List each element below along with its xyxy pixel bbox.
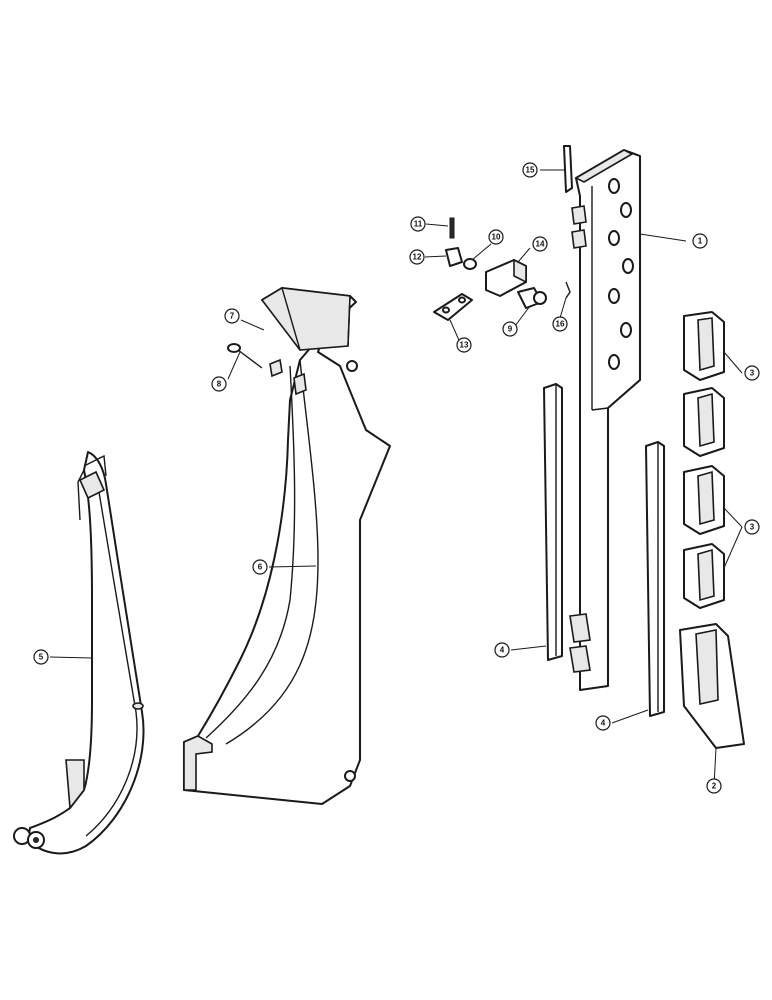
callout-7-label: 7 (230, 312, 235, 321)
callout-8: 8 (211, 376, 227, 392)
part-10-washer (463, 258, 477, 270)
callout-4-right-label: 4 (601, 719, 606, 728)
part-6-shield (183, 287, 391, 805)
callout-5: 5 (33, 649, 49, 665)
callout-3-upper: 3 (744, 365, 760, 381)
callout-12: 12 (409, 249, 425, 265)
part-12-nut (445, 247, 463, 267)
part-4-strip-right (645, 441, 665, 717)
part-4-strip-left (543, 383, 563, 661)
part-11-bolt (449, 217, 455, 239)
callout-14-label: 14 (536, 240, 545, 249)
callout-1-label: 1 (698, 237, 703, 246)
callout-16-label: 16 (556, 320, 565, 329)
part-3-clip-3 (683, 465, 725, 535)
callout-12-label: 12 (413, 253, 422, 262)
callout-5-label: 5 (39, 653, 44, 662)
callout-6: 6 (252, 559, 268, 575)
callout-2: 2 (706, 778, 722, 794)
callout-leaders (49, 169, 743, 787)
callout-4-left-label: 4 (500, 646, 505, 655)
part-3-clip-1 (683, 311, 725, 381)
callout-4-left: 4 (494, 642, 510, 658)
callout-11-label: 11 (414, 220, 423, 229)
callout-2-label: 2 (712, 782, 717, 791)
part-8-pin (227, 343, 263, 369)
callout-14: 14 (532, 236, 548, 252)
callout-3-lower-label: 3 (750, 523, 755, 532)
callout-6-label: 6 (258, 563, 263, 572)
part-13-link (433, 293, 473, 321)
callout-11: 11 (410, 216, 426, 232)
callout-9: 9 (502, 321, 518, 337)
callout-1: 1 (692, 233, 708, 249)
callout-13-label: 13 (460, 341, 469, 350)
callout-7: 7 (224, 308, 240, 324)
callout-8-label: 8 (217, 380, 222, 389)
part-14-clevis (485, 258, 527, 297)
callout-9-label: 9 (508, 325, 513, 334)
part-1-shank (569, 149, 641, 691)
part-3-clip-2 (683, 387, 725, 457)
part-3-clip-4 (683, 543, 725, 609)
part-15-pin (563, 145, 573, 193)
part-5-runner (13, 451, 145, 855)
callout-10-label: 10 (492, 233, 501, 242)
callout-3-upper-label: 3 (750, 369, 755, 378)
callout-15-label: 15 (526, 166, 535, 175)
callout-3-lower: 3 (744, 519, 760, 535)
callout-4-right: 4 (595, 715, 611, 731)
callout-13: 13 (456, 337, 472, 353)
part-9-pin (517, 287, 547, 309)
callout-16: 16 (552, 316, 568, 332)
part-2-point (679, 623, 745, 749)
callout-10: 10 (488, 229, 504, 245)
callout-15: 15 (522, 162, 538, 178)
part-16-spring-pin (565, 281, 571, 299)
